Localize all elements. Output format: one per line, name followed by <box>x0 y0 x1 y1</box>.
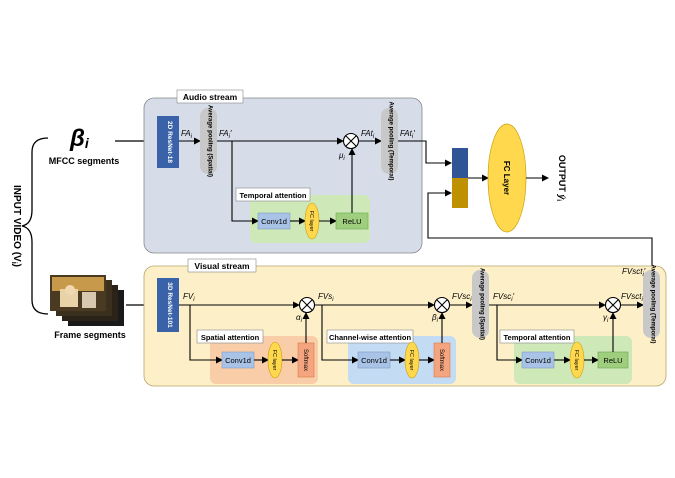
spatial-fc-layer-label: FC layer <box>271 350 277 371</box>
visual-avgpool-temporal <box>643 270 660 338</box>
visual-fc-layer-label: FC layer <box>573 350 579 371</box>
spatial-attention-title-box <box>196 329 264 344</box>
spatial-softmax-label: Softmax <box>302 349 308 371</box>
input-brace <box>21 137 49 315</box>
visual-to-concat-line <box>427 189 653 272</box>
visual-avgpool-spatial-label: Average pooling (Spatial) <box>479 268 485 340</box>
visual-stream-title-box <box>187 258 257 273</box>
output-label: OUTPUT ŷi <box>555 155 567 202</box>
beta-label: βi <box>431 313 439 324</box>
audio-stream-title: Audio stream <box>183 92 238 102</box>
visual-multiply-node-2 <box>433 296 451 314</box>
spatial-conv1d-label: Conv1d <box>225 356 251 365</box>
channel-attention-title: Channel-wise attention <box>329 333 412 342</box>
fat-prime-label: FAti′ <box>400 129 415 140</box>
channel-softmax-label: Softmax <box>438 349 444 371</box>
channel-attention-title-box <box>326 329 414 344</box>
audio-avgpool-temporal <box>381 108 398 174</box>
visual-avgpool-spatial <box>472 270 489 338</box>
beta-i-symbol: βi <box>69 125 90 152</box>
resnet101-label: 3D ResNet-101 <box>166 282 173 328</box>
resnet101-block <box>157 278 179 332</box>
fat-label: FAti <box>361 129 375 140</box>
concat-audio-feature <box>452 148 468 178</box>
fusion-fc-label: FC Layer <box>502 161 511 195</box>
audio-stream-title-box <box>176 89 244 104</box>
visual-avgpool-temporal-label: Average pooling (Temporal) <box>650 264 656 343</box>
spatial-attention-title: Spatial attention <box>201 333 260 342</box>
input-video-label: INPUT VIDEO (Vi) <box>10 185 22 267</box>
fa-prime-label: FAi′ <box>219 129 232 140</box>
fvsct-top-label: FVscti′ <box>622 267 646 278</box>
visual-conv1d-label: Conv1d <box>525 356 551 365</box>
resnet18-label: 2D ResNet-18 <box>166 121 173 163</box>
audio-conv1d-label: Conv1d <box>261 217 287 226</box>
gamma-label: γi <box>603 313 609 324</box>
audio-avgpool-spatial <box>200 108 217 174</box>
mfcc-caption: MFCC segments <box>49 156 120 166</box>
visual-multiply-node-3 <box>604 296 622 314</box>
audio-fc-layer-label: FC layer <box>308 211 314 232</box>
visual-stream-title: Visual stream <box>194 261 250 271</box>
fvsc-prime-label: FVsci′ <box>493 292 515 303</box>
audio-to-concat-line <box>398 140 452 167</box>
visual-temporal-attention-branch <box>496 305 523 364</box>
fvs-label: FVsi <box>318 292 334 303</box>
fvsct-label: FVscti <box>621 292 643 303</box>
audio-avgpool-temporal-label: Average pooling (Temporal) <box>388 101 394 180</box>
frame-segments-caption: Frame segments <box>54 330 126 340</box>
spatial-attention-branch <box>189 305 223 364</box>
visual-temporal-attention-title: Temporal attention <box>504 333 571 342</box>
visual-multiply-node-1 <box>298 296 316 314</box>
visual-temporal-attention-title-box <box>499 329 575 344</box>
fv-label: FVi <box>183 292 195 303</box>
alpha-label: αi <box>296 313 303 324</box>
audio-avgpool-spatial-label: Average pooling (Spatial) <box>207 105 213 177</box>
channel-conv1d-label: Conv1d <box>361 356 387 365</box>
audio-multiply-node <box>342 132 360 150</box>
audio-temporal-attention-title-box <box>235 187 311 202</box>
fa-label: FAi <box>181 129 193 140</box>
audio-relu-label: ReLU <box>342 217 361 226</box>
frame-segments-image <box>50 275 124 326</box>
fvsc-label: FVsci <box>452 292 472 303</box>
audio-temporal-attention-title: Temporal attention <box>240 191 307 200</box>
resnet18-block <box>157 116 179 168</box>
concat-visual-feature <box>452 178 468 208</box>
mu-label: μi <box>338 151 345 162</box>
visual-relu-label: ReLU <box>603 356 622 365</box>
audio-attention-branch <box>231 141 259 225</box>
channel-attention-branch <box>321 305 359 364</box>
channel-fc-layer-label: FC layer <box>408 350 414 371</box>
